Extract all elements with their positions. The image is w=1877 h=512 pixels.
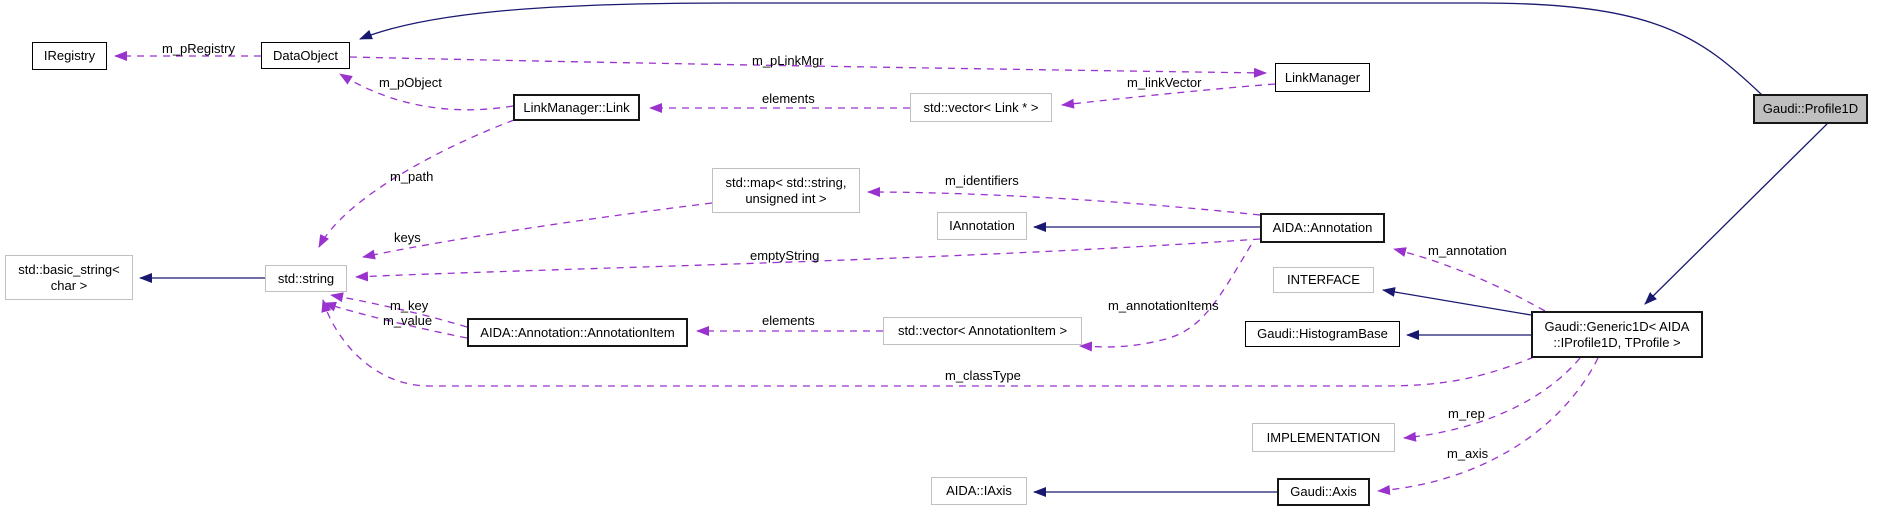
edge-label-elements-bottom: elements xyxy=(762,313,815,328)
node-gaudi-profile1d: Gaudi::Profile1D xyxy=(1753,94,1868,124)
edge-use-m-axis xyxy=(1377,357,1599,495)
edge-label-m-identifiers: m_identifiers xyxy=(945,173,1019,188)
node-iregistry[interactable]: IRegistry xyxy=(32,42,107,70)
node-std-basic-string: std::basic_string< char > xyxy=(5,255,133,300)
edge-label-m-value: m_value xyxy=(383,313,433,328)
edge-label-m-path: m_path xyxy=(390,169,434,184)
edge-use-m-pobject xyxy=(339,73,514,111)
node-gaudi-histogrambase[interactable]: Gaudi::HistogramBase xyxy=(1245,321,1400,347)
node-std-string: std::string xyxy=(265,265,347,292)
node-aida-annotation[interactable]: AIDA::Annotation xyxy=(1260,213,1385,243)
node-std-map: std::map< std::string, unsigned int > xyxy=(712,168,860,213)
edge-label-m-rep: m_rep xyxy=(1448,406,1485,421)
node-iannotation: IAnnotation xyxy=(937,212,1027,240)
node-dataobject[interactable]: DataObject xyxy=(261,42,350,69)
edge-inherit-profile1d-generic1d xyxy=(1644,123,1828,305)
edge-use-m-identifiers xyxy=(867,187,1261,216)
edge-label-m-annotation: m_annotation xyxy=(1428,243,1507,258)
edge-label-keys: keys xyxy=(394,230,421,245)
edge-use-m-value xyxy=(323,301,468,339)
edge-use-m-key xyxy=(330,292,468,328)
node-linkmanager[interactable]: LinkManager xyxy=(1275,63,1370,92)
node-gaudi-axis[interactable]: Gaudi::Axis xyxy=(1277,478,1370,506)
edge-label-elements-top: elements xyxy=(762,91,815,106)
edge-use-keys xyxy=(362,202,713,260)
edge-use-m-rep xyxy=(1403,357,1581,442)
edge-inherit-generic1d-interface xyxy=(1382,287,1532,316)
node-aida-iaxis: AIDA::IAxis xyxy=(931,477,1027,505)
node-interface: INTERFACE xyxy=(1273,267,1374,293)
node-annotationitem[interactable]: AIDA::Annotation::AnnotationItem xyxy=(467,318,688,347)
edge-label-m-classtype: m_classType xyxy=(945,368,1021,383)
node-implementation: IMPLEMENTATION xyxy=(1252,423,1395,452)
edge-use-m-linkvector xyxy=(1061,83,1276,109)
edge-label-m-pregistry: m_pRegistry xyxy=(162,41,235,56)
edge-label-m-annotationitems: m_annotationItems xyxy=(1108,298,1219,313)
edge-use-m-plinkmgr xyxy=(349,56,1267,78)
edge-use-m-annotationitems xyxy=(1079,244,1252,352)
edge-label-emptystring: emptyString xyxy=(750,248,820,263)
edge-use-m-path xyxy=(318,119,515,248)
edge-label-m-axis: m_axis xyxy=(1447,446,1489,461)
node-linkmanager-link[interactable]: LinkManager::Link xyxy=(513,94,640,121)
edge-label-m-pobject: m_pObject xyxy=(379,75,442,90)
edge-label-m-key: m_key xyxy=(390,298,429,313)
edge-use-m-classtype xyxy=(321,299,1535,387)
node-std-vector-link: std::vector< Link * > xyxy=(910,93,1052,122)
edge-inherit-profile1d-dataobject xyxy=(359,2,1763,96)
node-std-vector-annotationitem: std::vector< AnnotationItem > xyxy=(883,317,1082,345)
edge-use-m-annotation xyxy=(1393,247,1546,312)
edge-label-m-plinkmgr: m_pLinkMgr xyxy=(752,53,824,68)
node-gaudi-generic1d[interactable]: Gaudi::Generic1D< AIDA ::IProfile1D, TPr… xyxy=(1531,311,1703,358)
edge-label-m-linkvector: m_linkVector xyxy=(1127,75,1202,90)
